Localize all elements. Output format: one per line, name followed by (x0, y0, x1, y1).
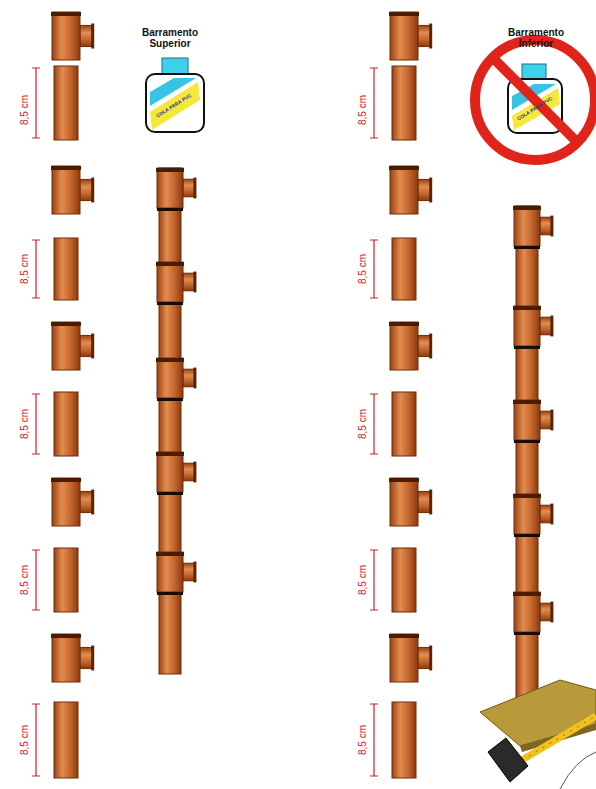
glue-bottle (146, 58, 204, 132)
dimension-label: 8,5 cm (19, 95, 30, 125)
joint-ring (514, 534, 540, 537)
dimension-bracket (370, 550, 378, 610)
pipe-segment (392, 548, 416, 612)
tee-fitting (156, 552, 196, 592)
pipe-segment (159, 168, 181, 674)
tee-fitting (389, 322, 432, 370)
tee-fitting (389, 478, 432, 526)
dimension-label: 8,5 cm (357, 409, 368, 439)
forbidden-glue (475, 40, 595, 160)
dimension-bracket (32, 240, 40, 298)
dimension-bracket (370, 240, 378, 298)
dimension-bracket (370, 68, 378, 138)
pipe-segment (392, 702, 416, 778)
pipe-segment (54, 702, 78, 778)
joint-ring (157, 492, 183, 495)
pipe-segment (392, 392, 416, 456)
dimension-label: 8,5 cm (357, 95, 368, 125)
joint-ring (514, 440, 540, 443)
joint-ring (157, 208, 183, 211)
dimension-label: 8,5 cm (19, 725, 30, 755)
tee-fitting (389, 12, 432, 60)
section-title: Barramento Inferior (504, 27, 568, 49)
pipe-segment (54, 392, 78, 456)
dimension-bracket (370, 704, 378, 776)
section-title: Barramento Superior (138, 27, 202, 49)
tee-fitting (51, 478, 94, 526)
tee-fitting (513, 206, 553, 246)
dimension-label: 8,5 cm (357, 565, 368, 595)
tee-fitting (51, 166, 94, 214)
tee-fitting (156, 262, 196, 302)
dimension-label: 8,5 cm (357, 725, 368, 755)
tee-fitting (156, 358, 196, 398)
tee-fitting (513, 306, 553, 346)
pipe-segment (392, 238, 416, 300)
tee-fitting (51, 12, 94, 60)
joint-ring (157, 398, 183, 401)
tee-fitting (389, 166, 432, 214)
tee-fitting (51, 634, 94, 682)
tee-fitting (513, 592, 553, 632)
tee-fitting (51, 322, 94, 370)
dimension-label: 8,5 cm (19, 409, 30, 439)
pipe-segment (54, 238, 78, 300)
tee-fitting (389, 634, 432, 682)
dimension-bracket (370, 394, 378, 454)
dimension-label: 8,5 cm (357, 254, 368, 284)
joint-ring (157, 302, 183, 305)
joint-ring (157, 592, 183, 595)
tee-fitting (156, 452, 196, 492)
tee-fitting (156, 168, 196, 208)
hammer-board (480, 680, 596, 789)
pipe-segment (392, 66, 416, 140)
tee-fitting (513, 400, 553, 440)
joint-ring (514, 246, 540, 249)
tee-fitting (513, 494, 553, 534)
dimension-bracket (32, 704, 40, 776)
pipe-segment (54, 548, 78, 612)
joint-ring (514, 346, 540, 349)
dimension-lines (32, 68, 378, 776)
dimension-bracket (32, 394, 40, 454)
pipe-segment (54, 66, 78, 140)
dimension-bracket (32, 68, 40, 138)
dimension-label: 8,5 cm (19, 565, 30, 595)
joint-ring (514, 632, 540, 635)
dimension-bracket (32, 550, 40, 610)
dimension-label: 8,5 cm (19, 254, 30, 284)
